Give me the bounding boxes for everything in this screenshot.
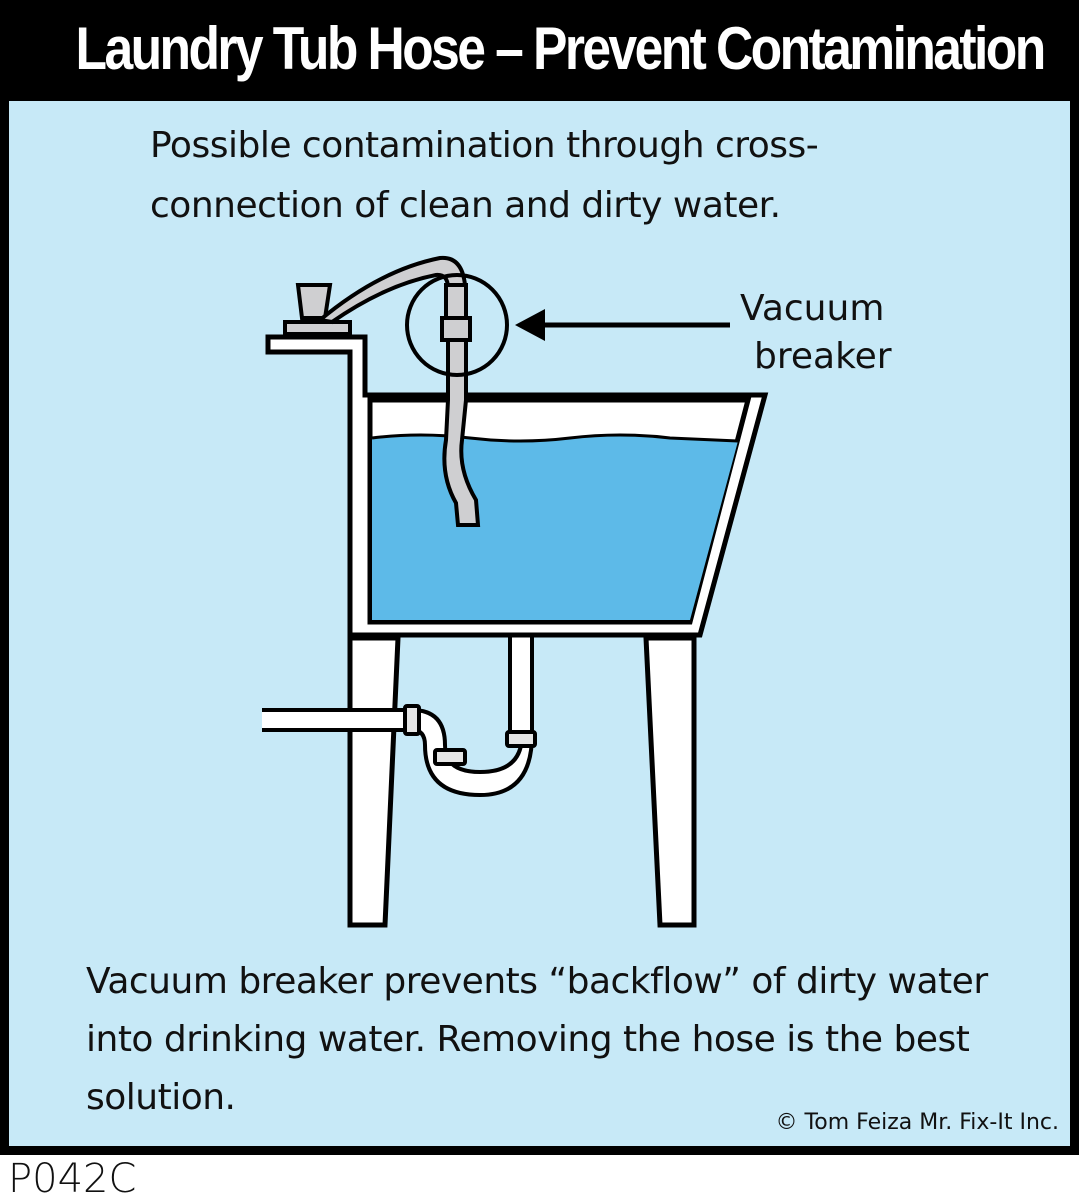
vacuum-breaker-label-line2: breaker xyxy=(754,336,892,377)
water xyxy=(372,435,738,620)
figure-code: P042C xyxy=(8,1156,137,1202)
vacuum-breaker-label-line1: Vacuum xyxy=(740,288,885,329)
arrow-icon xyxy=(515,309,730,341)
hose xyxy=(315,255,481,527)
laundry-tub xyxy=(265,334,769,638)
bottom-caption: Vacuum breaker prevents “backflow” of di… xyxy=(86,961,988,1118)
page-title: Laundry Tub Hose – Prevent Contamination xyxy=(75,15,1047,82)
vacuum-breaker-highlight xyxy=(405,273,509,377)
copyright: © Tom Feiza Mr. Fix-It Inc. xyxy=(775,1110,1059,1135)
drain-pipe xyxy=(262,618,537,798)
faucet xyxy=(283,283,352,336)
vacuum-breaker-label: Vacuum breaker xyxy=(740,285,892,381)
top-caption: Possible contamination through cross-con… xyxy=(150,125,819,226)
